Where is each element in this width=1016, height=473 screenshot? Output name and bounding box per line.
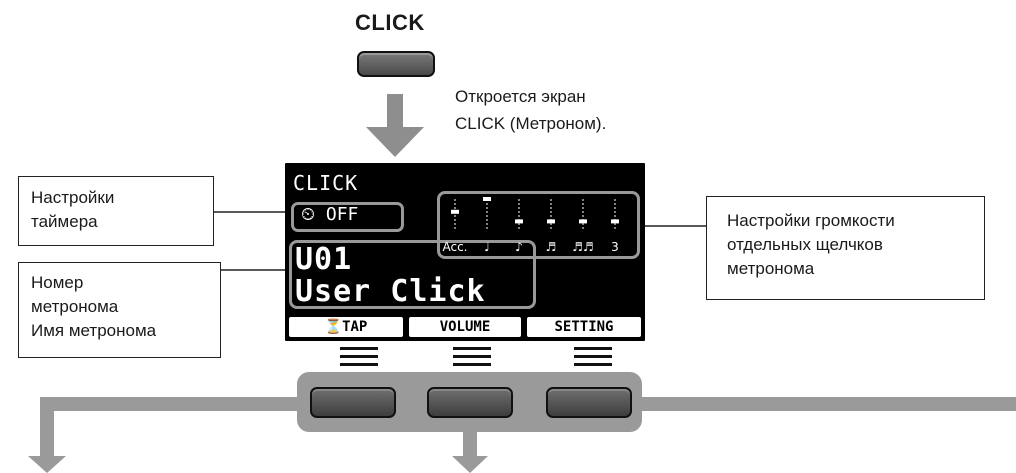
volume-meters: Acc.♩♪♬♬♬3 <box>442 197 619 254</box>
callout-metronome-number: Номер метронома Имя метронома <box>18 262 221 358</box>
f2-button[interactable] <box>427 387 513 418</box>
softkey-volume: VOLUME <box>409 317 521 337</box>
volume-level-marker <box>579 219 587 224</box>
timer-highlight <box>291 202 404 232</box>
volume-highlight <box>437 191 640 259</box>
volume-level-marker <box>515 219 523 224</box>
callout-line: метронома <box>727 259 815 278</box>
volume-level-marker <box>483 197 491 201</box>
volume-level-marker <box>451 209 459 214</box>
volume-label: Acc. <box>442 240 467 254</box>
screen-title: CLICK <box>293 171 359 195</box>
note-text: Откроется экран CLICK (Метроном). <box>455 83 606 137</box>
note-line-2: CLICK (Метроном). <box>455 114 607 133</box>
callout-volume-settings: Настройки громкости отдельных щелчков ме… <box>706 196 985 300</box>
menu-lines-icon <box>453 347 491 367</box>
callout-line: Имя метронома <box>31 321 157 340</box>
softkey-bar: ⏳TAP VOLUME SETTING <box>289 317 641 337</box>
click-button-label: CLICK <box>355 10 425 35</box>
number-highlight <box>289 240 536 309</box>
volume-label: ♩ <box>484 240 490 254</box>
callout-line: таймера <box>31 212 98 231</box>
volume-label: ♬♬ <box>572 240 594 254</box>
callout-line: метронома <box>31 297 119 316</box>
callout-line: Номер <box>31 273 84 292</box>
menu-lines-icon <box>574 347 612 367</box>
f1-button[interactable] <box>310 387 396 418</box>
callout-timer-settings: Настройки таймера <box>18 176 214 246</box>
f3-button[interactable] <box>546 387 632 418</box>
callout-line: Настройки <box>31 188 115 207</box>
volume-label: 3 <box>611 240 619 254</box>
timer-status: ⏲ OFF <box>301 204 359 225</box>
volume-level-marker <box>547 219 555 224</box>
arrow-left-route <box>28 397 300 473</box>
callout-line: Настройки громкости <box>727 211 895 230</box>
volume-label: ♬ <box>546 240 557 254</box>
arrow-click-to-screen <box>366 94 424 157</box>
softkey-tap: ⏳TAP <box>289 317 403 337</box>
volume-label: ♪ <box>515 240 523 254</box>
metronome-number: U01 <box>295 242 353 277</box>
menu-lines-icon <box>340 347 378 367</box>
arrow-right-route <box>640 397 1016 411</box>
note-line-1: Откроется экран <box>455 87 586 106</box>
click-button[interactable] <box>357 51 435 77</box>
metronome-name: User Click <box>295 274 486 309</box>
function-button-panel <box>297 372 642 432</box>
callout-line: отдельных щелчков <box>727 235 883 254</box>
lcd-screen: CLICK ⏲ OFF U01 User Click Acc.♩♪♬♬♬3 ⏳T… <box>285 163 645 341</box>
volume-level-marker <box>611 219 619 224</box>
softkey-setting: SETTING <box>527 317 641 337</box>
arrow-middle-route <box>452 430 488 473</box>
